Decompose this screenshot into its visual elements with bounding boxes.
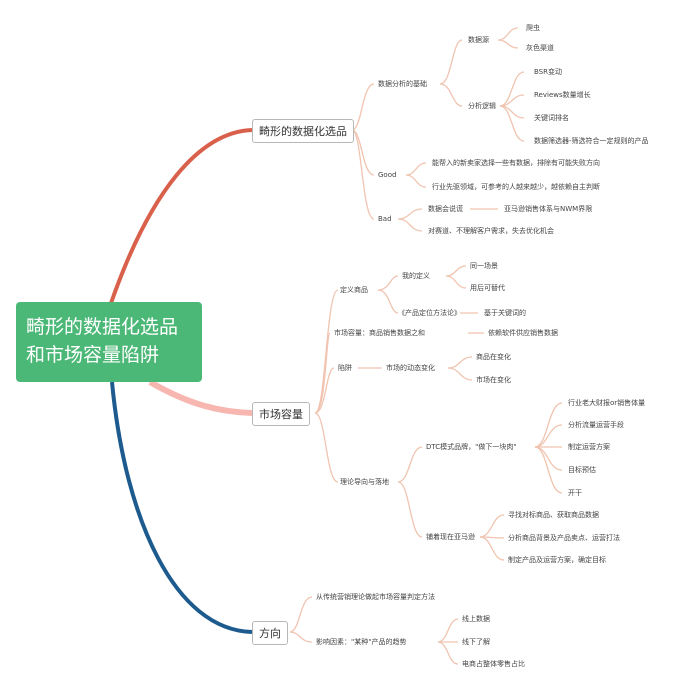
node-analysis-logic[interactable]: 分析逻辑 [468,102,496,110]
node-industry-report[interactable]: 行业老大财报or销售体量 [568,399,646,407]
node-analysis-basis[interactable]: 数据分析的基础 [378,80,427,88]
node-traffic-analysis[interactable]: 分析流量运营手段 [568,421,624,429]
node-bad-point-2[interactable]: 对赛道、不理解客户需求，失去优化机会 [428,227,554,235]
node-online-data[interactable]: 线上数据 [462,615,490,623]
node-good-point-2[interactable]: 行业先驱领域，可参考的人越来越少，越依赖自主判断 [432,183,600,191]
node-influence-factors[interactable]: 影响因素："某种"产品的趋势 [316,638,407,646]
node-traditional-theory[interactable]: 从传统营销理论做起市场容量判定方法 [316,593,435,601]
node-replaceable[interactable]: 用后可替代 [470,284,505,292]
node-good-point-1[interactable]: 能帮入的新卖家选择一些有数据，排除有可能失败方向 [432,159,600,167]
root-topic-line-1: 畸形的数据化选品 [26,316,179,338]
node-offline-research[interactable]: 线下了解 [462,638,490,646]
branch-market-capacity[interactable]: 市场容量 [252,402,310,426]
node-same-scene[interactable]: 同一场景 [470,262,498,270]
node-crawler[interactable]: 爬虫 [526,24,540,32]
node-keyword-rank[interactable]: 关键词排名 [534,114,569,122]
node-reviews-growth[interactable]: Reviews数量增长 [534,91,591,99]
node-analyze-background[interactable]: 分析商品背景及产品卖点、运营打法 [508,534,620,542]
node-target-estimate[interactable]: 目标预估 [568,466,596,474]
node-amazon-system[interactable]: 亚马逊销售体系与NWM界限 [504,205,593,213]
node-positioning-book[interactable]: 《产品定位方法论》 [398,309,461,317]
node-bad[interactable]: Bad [378,215,392,223]
node-ops-plan[interactable]: 制定运营方案 [568,443,610,451]
node-find-benchmark[interactable]: 寻找对标商品、获取商品数据 [508,511,599,519]
node-theory-practice[interactable]: 理论导向与落地 [340,478,389,486]
node-ecommerce-share[interactable]: 电商占整体零售占比 [462,660,525,668]
branch-line-direction [110,381,253,634]
node-good[interactable]: Good [378,171,397,179]
node-market-change[interactable]: 市场在变化 [476,376,511,384]
node-software-data[interactable]: 依赖软件供应销售数据 [488,329,558,337]
branch-line-selection [108,128,253,307]
root-topic[interactable]: 畸形的数据化选品 和市场容量陷阱 [16,302,202,382]
node-bsr-change[interactable]: BSR变动 [534,68,562,76]
node-trap[interactable]: 陷阱 [338,364,352,372]
branch-direction[interactable]: 方向 [252,621,288,645]
node-data-filter[interactable]: 数据筛选器-筛选符合一定规则的产品 [534,137,649,145]
node-product-change[interactable]: 商品在变化 [476,353,511,361]
node-my-definition[interactable]: 我的定义 [402,272,430,280]
node-amazon-now[interactable]: 铺着现在亚马逊 [426,533,475,541]
node-make-plan[interactable]: 制定产品及运营方案，确定目标 [508,556,606,564]
node-keyword-based[interactable]: 基于关键词的 [484,309,526,317]
node-grey-channel[interactable]: 灰色渠道 [526,44,554,52]
node-market-capacity-def[interactable]: 市场容量：商品销售数据之和 [334,329,425,337]
node-data-lies[interactable]: 数据会说谎 [428,205,463,213]
node-start[interactable]: 开干 [568,489,582,497]
node-define-product[interactable]: 定义商品 [340,286,368,294]
node-dynamic-change[interactable]: 市场的动态变化 [386,364,435,372]
branch-selection[interactable]: 畸形的数据化选品 [252,119,354,143]
node-data-source[interactable]: 数据源 [468,36,489,44]
root-topic-line-2: 和市场容量陷阱 [26,344,160,366]
branch-line-market [148,379,253,416]
node-dtc-brand[interactable]: DTC模式品牌，"做下一块肉" [426,443,517,451]
